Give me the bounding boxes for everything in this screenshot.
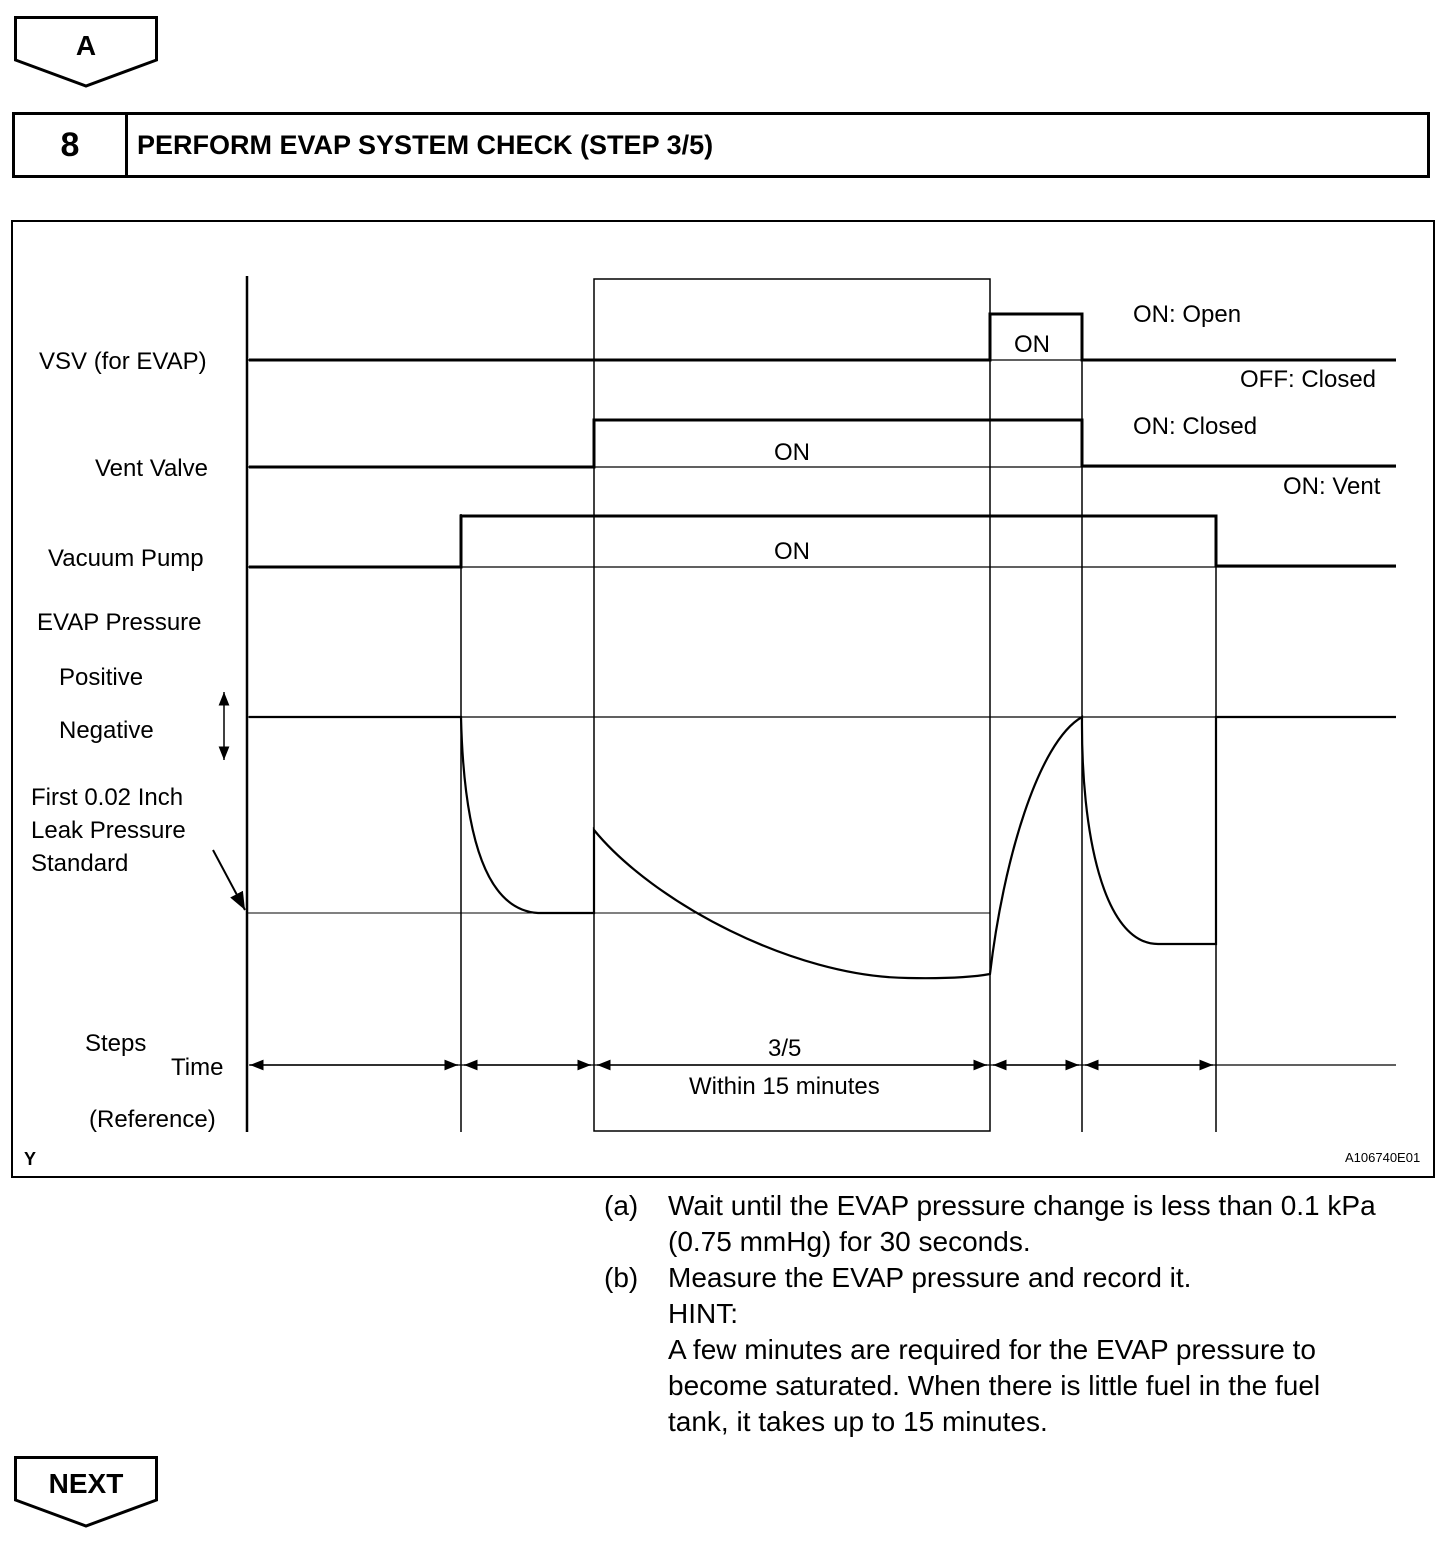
nav-tag-a[interactable]: A (14, 16, 158, 88)
negative-label: Negative (59, 717, 154, 744)
vacuum-pump-trace (249, 514, 1396, 569)
vent-on-vent-label: ON: Vent (1283, 473, 1381, 500)
positive-label: Positive (59, 664, 144, 691)
instruction-letter: (a) (604, 1190, 639, 1221)
time-label: Time (171, 1054, 224, 1081)
instruction-line: tank, it takes up to 15 minutes. (668, 1406, 1048, 1437)
instruction-line: (0.75 mmHg) for 30 seconds. (668, 1226, 1031, 1257)
instruction-line: become saturated. When there is little f… (668, 1370, 1321, 1401)
next-button-label: NEXT (48, 1468, 124, 1499)
timing-diagram-graphics (212, 276, 1396, 1132)
nav-tag-a-label: A (75, 30, 97, 61)
step-header: 8 PERFORM EVAP SYSTEM CHECK (STEP 3/5) (12, 112, 1430, 178)
vsv-label: VSV (for EVAP) (39, 348, 207, 375)
steps-label: Steps (85, 1030, 147, 1057)
leak-standard-line2: Leak Pressure (31, 817, 186, 844)
pump-on-label: ON (774, 538, 810, 565)
timing-diagram: VSV (for EVAP) Vent Valve Vacuum Pump EV… (11, 220, 1435, 1178)
vsv-off-closed-label: OFF: Closed (1240, 366, 1377, 393)
vsv-on-label: ON (1014, 331, 1050, 358)
instruction-line: Measure the EVAP pressure and record it. (668, 1262, 1192, 1293)
next-button[interactable]: NEXT (14, 1456, 158, 1528)
corner-code: Y (24, 1149, 37, 1169)
instruction-b: (b) Measure the EVAP pressure and record… (604, 1260, 1434, 1440)
vsv-on-open-label: ON: Open (1133, 301, 1242, 328)
reference-label: (Reference) (89, 1106, 216, 1133)
step-title: PERFORM EVAP SYSTEM CHECK (STEP 3/5) (137, 130, 714, 160)
evap-pressure-trace (249, 715, 1396, 980)
vsv-trace (249, 312, 1396, 362)
instruction-a: (a) Wait until the EVAP pressure change … (604, 1188, 1434, 1260)
within-15-minutes-label: Within 15 minutes (689, 1073, 880, 1100)
instruction-line: A few minutes are required for the EVAP … (668, 1334, 1316, 1365)
vent-on-label: ON (774, 439, 810, 466)
leak-standard-line1: First 0.02 Inch (31, 784, 184, 811)
leak-standard-line3: Standard (31, 850, 129, 877)
instruction-letter: (b) (604, 1262, 639, 1293)
evap-pressure-label: EVAP Pressure (37, 609, 202, 636)
step-fraction-label: 3/5 (768, 1035, 802, 1062)
instructions: (a) Wait until the EVAP pressure change … (604, 1188, 1434, 1440)
vacuum-pump-label: Vacuum Pump (48, 545, 204, 572)
vent-on-closed-label: ON: Closed (1133, 413, 1258, 440)
instruction-line: Wait until the EVAP pressure change is l… (668, 1190, 1376, 1221)
leak-standard-pointer (212, 849, 246, 911)
step-number: 8 (15, 115, 128, 175)
pentagon-tag-icon (14, 1456, 158, 1528)
step-3-5-box (593, 278, 991, 1132)
vent-valve-trace (249, 418, 1396, 469)
pentagon-tag-icon (14, 16, 158, 88)
vent-valve-label: Vent Valve (95, 455, 208, 482)
figure-id: A106740E01 (1345, 1150, 1421, 1165)
hint-label: HINT: (668, 1298, 738, 1329)
